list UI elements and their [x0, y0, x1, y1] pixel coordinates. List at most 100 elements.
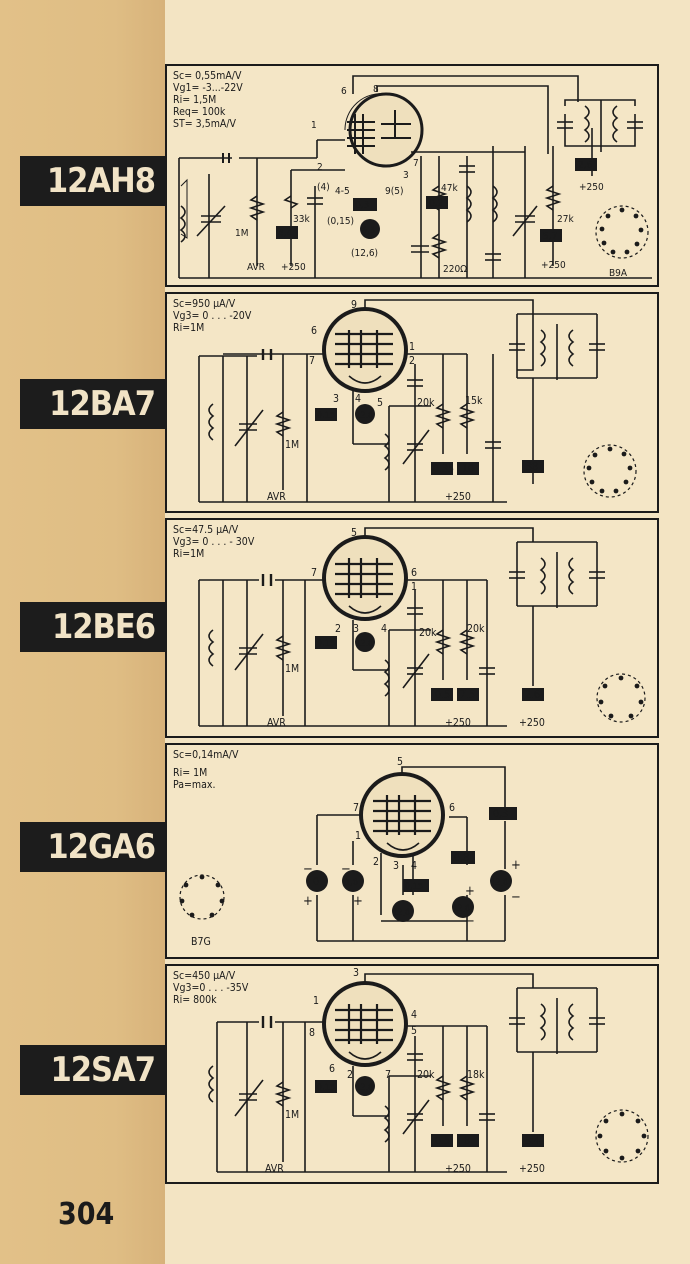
- pin-label: 1: [311, 120, 317, 131]
- value-badge: 0,3: [355, 200, 369, 211]
- tube-label-12ga6: 12GA6: [20, 822, 165, 872]
- pin-label: 5: [411, 1025, 417, 1037]
- pin-label: 6: [449, 802, 455, 814]
- value-label: 1M: [285, 1109, 299, 1121]
- value-badge: 0.5: [435, 1135, 450, 1147]
- schematic-12sa7: 3 1 8 4 5 6 2 7 0.15 12.6 1M AVR 20k 18k…: [208, 967, 649, 1175]
- pin-label: 8: [373, 84, 379, 95]
- spec-line: Ri= 1M: [173, 767, 208, 779]
- base-type-label: B9A: [609, 268, 628, 279]
- spec-line: Sc=950 μA/V: [173, 298, 236, 310]
- voltage-badge: 1,6: [345, 878, 358, 888]
- pin-label: 3: [353, 623, 359, 635]
- avr-label: AVR: [265, 1163, 284, 1175]
- heater-voltage: 12.6: [356, 639, 373, 649]
- value-label: 1M: [285, 439, 299, 451]
- value-label: 18k: [467, 1069, 485, 1081]
- spec-line: Req= 100k: [173, 106, 226, 118]
- pin-label: 7: [353, 802, 359, 814]
- pin-label: 1: [313, 995, 319, 1007]
- value-badge: 0.15: [317, 411, 335, 421]
- value-label: 20k: [417, 1069, 435, 1081]
- pin-label: 2: [335, 623, 341, 635]
- pin-label: 6: [341, 86, 347, 97]
- tube-specs: Sc=950 μA/V Vg3= 0 . . . -20V Ri=1M: [173, 298, 251, 334]
- voltage-label: +250: [281, 262, 306, 273]
- pin-label: 1: [355, 830, 361, 842]
- voltage-label: +250: [541, 260, 566, 271]
- pin-label: 2: [373, 856, 379, 868]
- spec-line: ST= 3,5mA/V: [173, 118, 237, 130]
- pin-label: 4: [381, 623, 387, 635]
- pin-label: 6: [411, 567, 417, 579]
- voltage-badge: 0: [313, 876, 319, 888]
- spec-line: Sc=450 μA/V: [173, 970, 236, 982]
- value-label: 27k: [557, 214, 574, 225]
- pin-label: 8: [309, 1027, 315, 1039]
- avr-label: AVR: [267, 717, 286, 729]
- pin-label: 1: [409, 341, 415, 353]
- pin-label: 5: [377, 397, 383, 409]
- spec-line: Ri=1M: [173, 548, 205, 560]
- tube-specs: Sc=0,14mA/V Ri= 1M Pa=max.: [173, 749, 238, 791]
- value-badge: 2,6: [578, 160, 593, 171]
- heater-voltage: 12,6: [453, 904, 470, 914]
- tube-label-12ba7: 12BA7: [20, 379, 165, 429]
- heater-voltage: 6,3: [362, 226, 375, 236]
- pin-label: 3: [393, 860, 399, 872]
- svg-text:+: +: [511, 858, 521, 873]
- avr-label: AVR: [267, 491, 286, 503]
- value-label: 33k: [293, 214, 310, 225]
- value-label: 15k: [465, 395, 483, 407]
- value-badge: 0,3: [493, 808, 508, 820]
- value-badge: 0,15: [405, 882, 423, 892]
- value-badge: 8: [464, 1135, 470, 1147]
- pin-label: 3: [353, 967, 359, 979]
- value-badge: 0.15: [317, 1083, 335, 1093]
- pin-label: 7: [309, 355, 315, 367]
- svg-text:+: +: [303, 894, 313, 909]
- tube-specs: Sc=47.5 μA/V Vg3= 0 . . . - 30V Ri=1M: [173, 524, 254, 560]
- spec-line: Vg3= 0 . . . -20V: [173, 310, 252, 322]
- value-badge: 2.6: [525, 689, 540, 701]
- value-label: 220Ω: [443, 264, 467, 275]
- value-badge: 38: [526, 461, 538, 473]
- tube-label-12ah8: 12AH8: [20, 156, 165, 206]
- value-badge: 3.4: [525, 1135, 540, 1147]
- value-badge: 0.5: [435, 689, 450, 701]
- pin-label: 3: [333, 393, 339, 405]
- svg-text:+: +: [353, 894, 363, 909]
- value-label: 1M: [235, 228, 249, 239]
- schematic-12ah8: 6 8 1 2 (4) 4-5 9(5) 3 7 33k 4,4 1M AVR …: [178, 75, 652, 279]
- value-label: 20k: [419, 627, 437, 639]
- tube-label-12be6: 12BE6: [20, 602, 165, 652]
- svg-text:−: −: [303, 862, 313, 877]
- voltage-label: +250: [445, 717, 471, 729]
- pin-label: 2: [317, 162, 323, 173]
- spec-line: Vg3= 0 . . . - 30V: [173, 536, 255, 548]
- svg-text:+: +: [465, 884, 475, 899]
- heater-voltage: 12,6: [393, 908, 410, 918]
- schematic-panel-12sa7: 3 1 8 4 5 6 2 7 0.15 12.6 1M AVR 20k 18k…: [165, 964, 659, 1184]
- pin-label: 4: [411, 1009, 417, 1021]
- spec-line: Sc= 0,55mA/V: [173, 70, 242, 82]
- value-label: (0,15): [327, 216, 354, 227]
- value-badge: 0,2: [429, 198, 443, 209]
- pin-label: 2: [347, 1069, 353, 1081]
- base-type-label: B7G: [191, 936, 211, 948]
- schematic-12be6: 5 7 6 1 2 3 4 0.15 12.6 1M AVR 20k 20k 0…: [198, 527, 646, 729]
- value-label: 47k: [441, 183, 458, 194]
- pin-label: 3: [403, 170, 409, 181]
- svg-text:−: −: [341, 862, 351, 877]
- value-badge: 7.5: [460, 689, 475, 701]
- pin-label: (4): [317, 182, 330, 193]
- schematic-panel-12ga6: 5 7 6 1 2 3 4 0,3 0 1,6 0,8 0,15 12,6 12…: [165, 743, 659, 959]
- spec-line: Vg3=0 . . . -35V: [173, 982, 249, 994]
- value-label: 20k: [417, 397, 435, 409]
- spec-line: Ri= 800k: [173, 994, 217, 1006]
- pin-label: 9(5): [385, 186, 403, 197]
- pin-label: 7: [311, 567, 317, 579]
- svg-text:−: −: [465, 914, 475, 929]
- pin-label: 6: [311, 325, 317, 337]
- tube-specs: Sc= 0,55mA/V Vg1= -3...-22V Ri= 1,5M Req…: [173, 70, 243, 130]
